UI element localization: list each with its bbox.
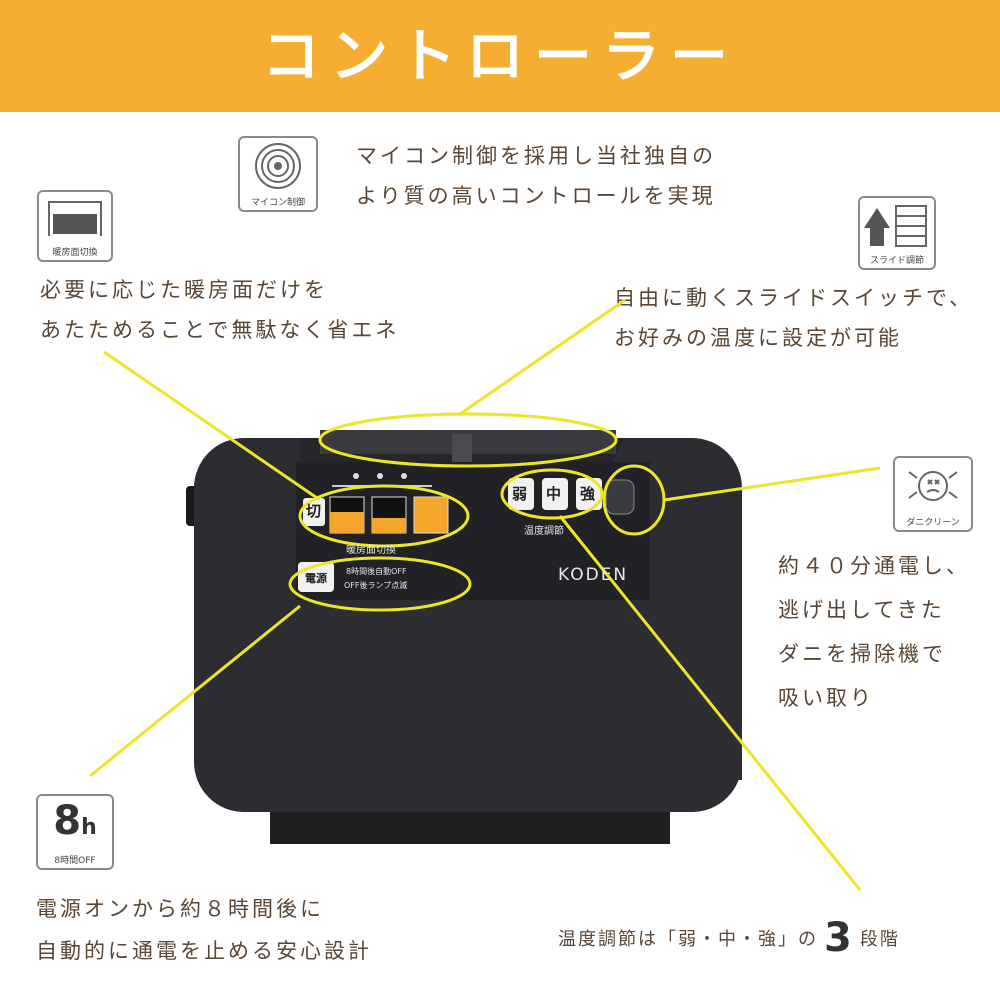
- highlight-heating: [298, 484, 470, 548]
- heating-surface-icon: 暖房面切換: [37, 190, 113, 262]
- mite-text-line-2: 逃げ出してきた: [778, 598, 945, 622]
- power-note-1: 8時間後自動OFF: [346, 567, 407, 576]
- highlight-slide: [318, 412, 618, 468]
- heating-text-line-1: 必要に応じた暖房面だけを: [40, 278, 328, 302]
- heating-switch-text: 必要に応じた暖房面だけを あたためることで無駄なく省エネ: [40, 270, 399, 350]
- connector-heating: [103, 350, 321, 502]
- timer-text-line-1: 電源オンから約８時間後に: [36, 897, 324, 921]
- microcomputer-caption: マイコン制御: [250, 198, 305, 208]
- connector-group: [89, 298, 881, 891]
- slide-adjust-caption: スライド調節: [869, 256, 924, 266]
- highlight-temp: [500, 468, 604, 520]
- mite-clean-button: [605, 479, 635, 515]
- header-banner: コントローラー: [0, 0, 1000, 112]
- highlight-power: [288, 556, 472, 612]
- slide-adjust-icon: スライド調節: [858, 196, 936, 270]
- timer-unit: h: [81, 815, 97, 840]
- device-front: [296, 600, 742, 780]
- heating-off-switch: [303, 498, 325, 526]
- temp-button-weak: [508, 478, 534, 510]
- indicator-dot: [377, 473, 383, 479]
- timer-text-line-2: 自動的に通電を止める安心設計: [36, 939, 372, 963]
- power-note-2: OFF後ランプ点滅: [344, 581, 408, 590]
- heating-text-line-2: あたためることで無駄なく省エネ: [40, 318, 400, 342]
- mite-text-line-3: ダニを掃除機で: [778, 642, 946, 666]
- temperature-step-number: 3: [824, 915, 854, 961]
- heating-button-2-fill: [372, 518, 406, 533]
- temp-adjust-label: 温度調節: [524, 526, 564, 537]
- heating-button-3: [413, 496, 449, 534]
- temp-strong-label: 強: [580, 485, 596, 503]
- microcomputer-text-line-1: マイコン制御を採用し当社独自の: [356, 144, 716, 168]
- connector-slide: [459, 298, 626, 416]
- mite-text-line-4: 吸い取り: [778, 686, 874, 710]
- timer-text: 電源オンから約８時間後に 自動的に通電を止める安心設計: [36, 888, 372, 972]
- timer-off-caption: 8時間OFF: [54, 856, 96, 866]
- slide-knob: [452, 434, 472, 462]
- highlight-group: [288, 412, 666, 612]
- connector-mite: [663, 466, 881, 502]
- slide-text: 自由に動くスライドスイッチで、 お好みの温度に設定が可能: [614, 278, 973, 358]
- heating-surface-caption: 暖房面切換: [52, 248, 98, 258]
- heating-button-1-fill: [330, 512, 364, 533]
- indicator-dot: [401, 473, 407, 479]
- timer-off-icon: 8h 8時間OFF: [36, 794, 114, 870]
- switch-off-label: 切: [306, 502, 322, 520]
- slide-text-line-2: お好みの温度に設定が可能: [614, 326, 902, 350]
- temp-medium-label: 中: [546, 485, 562, 503]
- mite-text-line-1: 約４０分通電し、: [778, 554, 970, 578]
- connector-power: [89, 604, 301, 778]
- device-brand-logo: KODEN: [558, 565, 629, 585]
- microcomputer-text: マイコン制御を採用し当社独自の より質の高いコントロールを実現: [356, 136, 716, 216]
- heating-switch-label: 暖房面切換: [346, 545, 396, 556]
- microcomputer-text-line-2: より質の高いコントロールを実現: [356, 184, 716, 208]
- mite-clean-caption: ダニクリーン: [906, 518, 960, 528]
- temp-button-medium: [542, 478, 568, 510]
- temp-weak-label: 弱: [512, 485, 528, 503]
- slide-text-line-1: 自由に動くスライドスイッチで、: [614, 286, 974, 310]
- power-label: 電源: [305, 572, 327, 585]
- temperature-text-before: 温度調節は「弱・中・強」の: [558, 929, 818, 950]
- timer-big-number: 8: [53, 798, 82, 844]
- temperature-text-after: 段階: [859, 929, 900, 950]
- mite-clean-icon: ダニクリーン: [893, 456, 973, 532]
- connector-temp: [558, 515, 862, 891]
- microcomputer-icon: マイコン制御: [238, 136, 318, 212]
- mite-text: 約４０分通電し、 逃げ出してきた ダニを掃除機で 吸い取り: [778, 544, 970, 720]
- indicator-dot: [353, 473, 359, 479]
- page-title: コントローラー: [261, 22, 738, 90]
- temp-button-strong: [576, 478, 602, 510]
